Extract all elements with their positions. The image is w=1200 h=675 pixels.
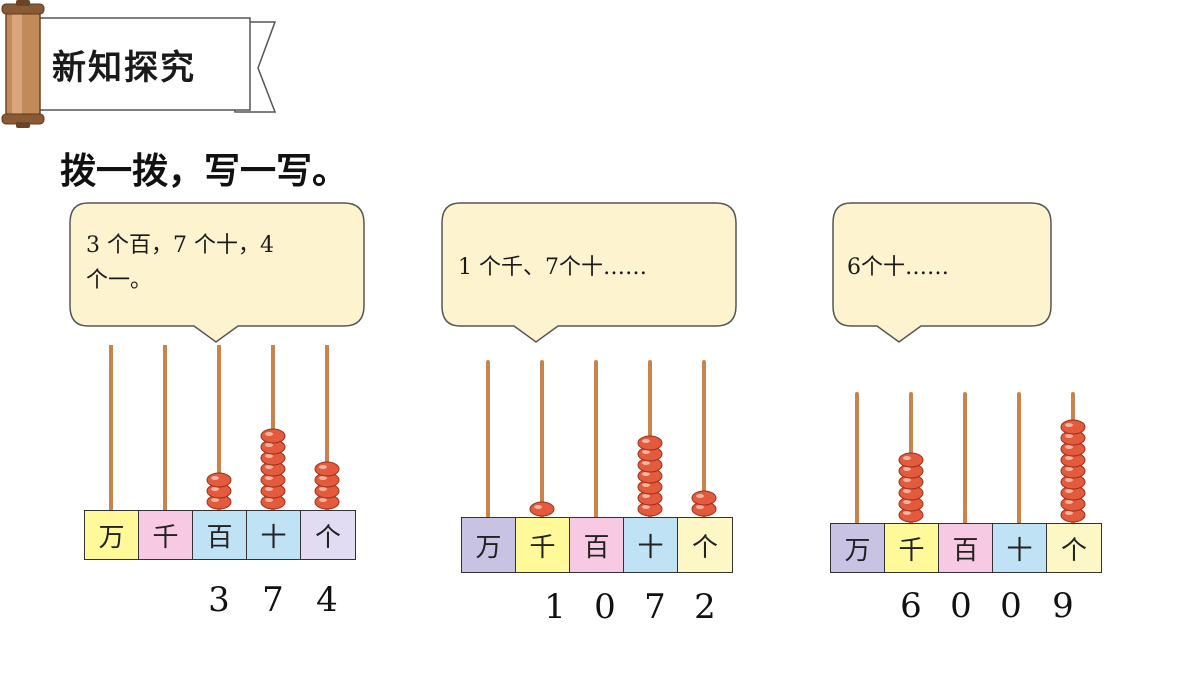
bubble-3-line-1: 6个十…… xyxy=(847,255,949,280)
bead-highlight xyxy=(265,454,273,458)
scroll-decoration xyxy=(1,0,277,128)
bead-highlight xyxy=(265,487,273,491)
bubble-2-line-1: 1 个千、7个十…… xyxy=(458,255,647,280)
abacus-2-rods xyxy=(486,360,717,519)
bead-highlight xyxy=(265,443,273,447)
abacus-3: 万 千 百 十 个 6 0 0 9 xyxy=(830,358,1102,638)
bead-highlight xyxy=(265,476,273,480)
digit-qian: 6 xyxy=(900,586,922,626)
place-qian: 千 xyxy=(139,511,193,559)
place-bai: 百 xyxy=(193,511,247,559)
bead-highlight xyxy=(903,500,911,504)
bead-highlight xyxy=(642,439,650,443)
bead-highlight xyxy=(903,478,911,482)
speech-bubble-1: 3 个百，7 个十，4 个一。 xyxy=(68,200,368,345)
speech-bubble-3: 6个十…… xyxy=(831,200,1056,345)
bead-highlight xyxy=(265,498,273,502)
bead-ge[interactable] xyxy=(314,461,340,477)
place-ge: 个 xyxy=(1047,524,1101,572)
bead-highlight xyxy=(265,465,273,469)
place-ge: 个 xyxy=(301,511,355,559)
place-qian: 千 xyxy=(516,518,570,572)
bead-shi[interactable] xyxy=(260,428,286,444)
place-ge: 个 xyxy=(678,518,732,572)
bead-highlight xyxy=(642,494,650,498)
place-bai: 百 xyxy=(570,518,624,572)
bead-qian[interactable] xyxy=(529,501,555,517)
digit-shi: 7 xyxy=(644,587,666,627)
bead-highlight xyxy=(903,467,911,471)
bubble-1-line-2: 个一。 xyxy=(86,268,153,294)
bead-highlight xyxy=(265,432,273,436)
bead-ge[interactable] xyxy=(1060,419,1086,435)
digit-qian: 1 xyxy=(544,587,566,627)
bead-highlight xyxy=(1065,434,1073,438)
digit-ge: 4 xyxy=(316,580,338,620)
abacus-1: 万 千 百 十 个 3 7 4 xyxy=(84,345,356,625)
bead-highlight xyxy=(1065,478,1073,482)
place-wan: 万 xyxy=(462,518,516,572)
digit-ge: 2 xyxy=(694,587,716,627)
abacus-3-rods xyxy=(855,392,1086,525)
bead-highlight xyxy=(534,505,542,509)
bead-highlight xyxy=(642,461,650,465)
bead-highlight xyxy=(642,483,650,487)
abacus-3-place-row: 万 千 百 十 个 xyxy=(830,523,1102,573)
section-banner: 新知探究 xyxy=(0,0,280,130)
digit-ge: 9 xyxy=(1052,586,1074,626)
abacus-1-rods xyxy=(109,345,340,512)
bead-bai[interactable] xyxy=(206,472,232,488)
abacus-2: 万 千 百 十 个 1 0 7 2 xyxy=(461,352,733,632)
bead-qian[interactable] xyxy=(898,452,924,468)
place-bai: 百 xyxy=(939,524,993,572)
speech-bubble-2: 1 个千、7个十…… xyxy=(440,200,740,345)
digit-shi: 7 xyxy=(262,580,284,620)
place-shi: 十 xyxy=(247,511,301,559)
bead-highlight xyxy=(1065,423,1073,427)
bead-highlight xyxy=(319,465,327,469)
digit-shi: 0 xyxy=(1000,586,1022,626)
bead-highlight xyxy=(319,476,327,480)
bead-highlight xyxy=(1065,511,1073,515)
bead-highlight xyxy=(642,505,650,509)
instruction-text: 拨一拨，写一写。 xyxy=(60,151,349,192)
bead-highlight xyxy=(903,489,911,493)
bead-highlight xyxy=(211,476,219,480)
abacus-1-place-row: 万 千 百 十 个 xyxy=(84,510,356,560)
bead-highlight xyxy=(696,505,704,509)
place-wan: 万 xyxy=(85,511,139,559)
bead-highlight xyxy=(1065,456,1073,460)
place-shi: 十 xyxy=(993,524,1047,572)
bubble-1-line-1: 3 个百，7 个十，4 xyxy=(86,233,274,258)
bead-highlight xyxy=(1065,489,1073,493)
bead-highlight xyxy=(1065,445,1073,449)
bead-highlight xyxy=(1065,500,1073,504)
bead-shi[interactable] xyxy=(637,435,663,451)
place-shi: 十 xyxy=(624,518,678,572)
bead-highlight xyxy=(642,450,650,454)
bead-highlight xyxy=(903,511,911,515)
bead-highlight xyxy=(903,456,911,460)
place-wan: 万 xyxy=(831,524,885,572)
section-title: 新知探究 xyxy=(52,48,196,88)
bead-highlight xyxy=(696,494,704,498)
digit-bai: 3 xyxy=(208,580,230,620)
bead-highlight xyxy=(642,472,650,476)
bead-highlight xyxy=(1065,467,1073,471)
bead-highlight xyxy=(211,487,219,491)
bead-highlight xyxy=(319,498,327,502)
digit-bai: 0 xyxy=(594,587,616,627)
digit-bai: 0 xyxy=(950,586,972,626)
abacus-2-place-row: 万 千 百 十 个 xyxy=(461,517,733,573)
place-qian: 千 xyxy=(885,524,939,572)
bead-ge[interactable] xyxy=(691,490,717,506)
bead-highlight xyxy=(211,498,219,502)
bead-highlight xyxy=(319,487,327,491)
